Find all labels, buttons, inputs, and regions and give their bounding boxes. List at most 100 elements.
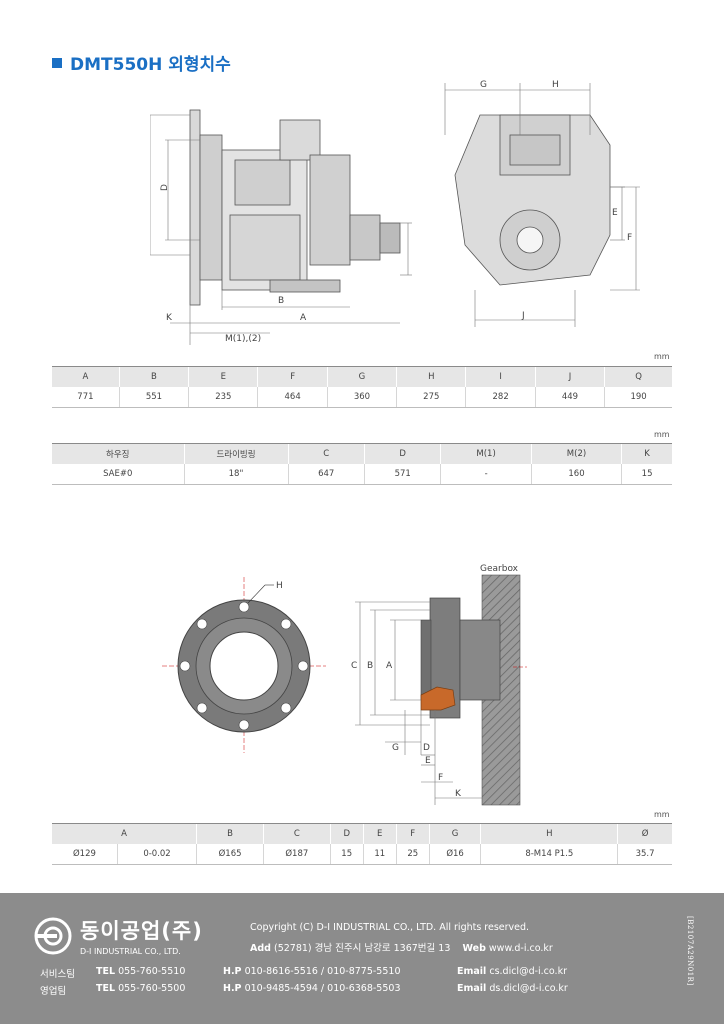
dim-label-a: A	[300, 313, 307, 323]
service-team-row: 서비스팀	[40, 966, 75, 980]
table1-cell: 360	[326, 386, 397, 408]
dim-label-j: J	[521, 311, 525, 321]
table3-header: E	[362, 823, 397, 844]
document-code: [B2107A29N01R]	[686, 916, 694, 986]
table3-cell: 8-M14 P1.5	[480, 843, 618, 865]
title-square-icon	[52, 57, 62, 68]
table-row: 771 551 235 464 360 275 282 449 190	[52, 386, 672, 408]
table3-header: C	[262, 823, 331, 844]
table1-header: H	[396, 366, 466, 387]
copyright-text: Copyright (C) D-I INDUSTRIAL CO., LTD. A…	[250, 922, 530, 933]
table1-cell: 449	[534, 386, 605, 408]
dim-label-g: G	[480, 80, 487, 90]
service-team-label: 서비스팀	[40, 969, 75, 980]
table3-cell: 35.7	[617, 843, 672, 865]
dimension-table-2: 하우징 드라이빙링 C D M(1) M(2) K SAE#0 18" 647 …	[52, 443, 672, 485]
table2-header: C	[287, 443, 365, 464]
page-title: DMT550H 외형치수	[52, 50, 231, 75]
table2-header: 드라이빙링	[183, 443, 288, 464]
table3-header: A	[52, 823, 197, 844]
table1-header: A	[52, 366, 120, 387]
table3-cell: Ø16	[428, 843, 481, 865]
service-hp-number[interactable]: 010-8616-5516 / 010-8775-5510	[244, 966, 401, 977]
dim-label-m: M(1),(2)	[225, 334, 261, 344]
sales-email-address[interactable]: ds.dicl@d-i.co.kr	[489, 983, 568, 994]
flange-front-drawing: H	[162, 577, 326, 753]
front-view-drawing: G H E F J	[444, 80, 640, 327]
table2-header: D	[363, 443, 441, 464]
section-label-c: C	[351, 661, 357, 671]
logo-mark-icon	[34, 917, 72, 954]
table2-header: K	[621, 443, 672, 464]
table1-cell: 282	[465, 386, 536, 408]
dim-label-d: D	[160, 184, 170, 191]
table3-header: B	[196, 823, 264, 844]
sales-hp-number[interactable]: 010-9485-4594 / 010-6368-5503	[244, 983, 401, 994]
table3-header: D	[329, 823, 364, 844]
company-logo: 동이공업(주) D-I INDUSTRIAL CO., LTD.	[34, 915, 203, 956]
dimension-table-1: A B E F G H I J Q 771 551 235 464 360 27…	[52, 366, 672, 408]
sales-tel-number[interactable]: 055-760-5500	[118, 983, 186, 994]
unit-label-1: mm	[654, 352, 670, 361]
table2-header: M(2)	[530, 443, 622, 464]
service-hp: H.P 010-8616-5516 / 010-8775-5510	[223, 966, 401, 977]
table3-cell: Ø165	[196, 843, 264, 865]
address-label: Add	[250, 943, 271, 954]
logo-english: D-I INDUSTRIAL CO., LTD.	[80, 947, 181, 956]
dim-label-b: B	[278, 296, 284, 306]
sales-email: Email ds.dicl@d-i.co.kr	[457, 983, 568, 994]
dim-label-c: C	[150, 185, 152, 191]
dim-label-e: E	[612, 208, 618, 218]
table-row: Ø129 0-0.02 Ø165 Ø187 15 11 25 Ø16 8-M14…	[52, 843, 672, 865]
table3-cell: 0-0.02	[116, 843, 197, 865]
table2-header: 하우징	[52, 443, 184, 464]
table1-header: E	[188, 366, 258, 387]
table1-cell: 771	[52, 386, 120, 408]
table3-header: H	[480, 823, 618, 844]
tel-label: TEL	[96, 966, 116, 977]
flange-hole-label: H	[276, 581, 283, 591]
web-link[interactable]: www.d-i.co.kr	[488, 943, 553, 954]
email-label: Email	[457, 966, 487, 977]
table2-cell: 647	[287, 463, 365, 485]
section-label-a: A	[386, 661, 393, 671]
table2-cell: 571	[363, 463, 441, 485]
table3-cell: Ø129	[52, 843, 118, 865]
table2-cell: 160	[530, 463, 622, 485]
table1-header: J	[534, 366, 605, 387]
web-label: Web	[462, 943, 486, 954]
service-email-address[interactable]: cs.dicl@d-i.co.kr	[489, 966, 567, 977]
logo-korean: 동이공업(주)	[80, 919, 203, 943]
service-tel: TEL 055-760-5510	[96, 966, 185, 977]
hp-label: H.P	[223, 983, 242, 994]
table1-cell: 190	[604, 386, 672, 408]
unit-label-3: mm	[654, 810, 670, 819]
address-text: (52781) 경남 진주시 남강로 1367번길 13	[273, 943, 451, 954]
table3-cell: 15	[329, 843, 364, 865]
table1-header: F	[257, 366, 328, 387]
address-line: Add (52781) 경남 진주시 남강로 1367번길 13 Web www…	[250, 940, 553, 954]
table2-cell: SAE#0	[52, 463, 184, 485]
table2-cell: -	[440, 463, 532, 485]
dim-label-k: K	[166, 313, 173, 323]
section-label-e: E	[425, 756, 431, 766]
table3-header: Ø	[617, 823, 672, 844]
section-label-b: B	[367, 661, 373, 671]
tel-label: TEL	[96, 983, 116, 994]
service-tel-number[interactable]: 055-760-5510	[118, 966, 186, 977]
table2-cell: 15	[621, 463, 672, 485]
gearbox-label: Gearbox	[480, 564, 519, 574]
table3-cell: 25	[395, 843, 430, 865]
sales-team-row: 영업팀	[40, 983, 66, 997]
table2-header: M(1)	[440, 443, 532, 464]
table3-header: G	[428, 823, 481, 844]
sales-tel: TEL 055-760-5500	[96, 983, 185, 994]
side-view-drawing: C D B K A M(1),(2)	[150, 109, 412, 345]
dimension-table-3: A B C D E F G H Ø Ø129 0-0.02 Ø165 Ø187 …	[52, 823, 672, 865]
section-label-d: D	[423, 743, 430, 753]
table1-header: Q	[604, 366, 672, 387]
table1-cell: 551	[118, 386, 189, 408]
table-row: SAE#0 18" 647 571 - 160 15	[52, 463, 672, 485]
table3-cell: 11	[362, 843, 397, 865]
table2-cell: 18"	[183, 463, 288, 485]
